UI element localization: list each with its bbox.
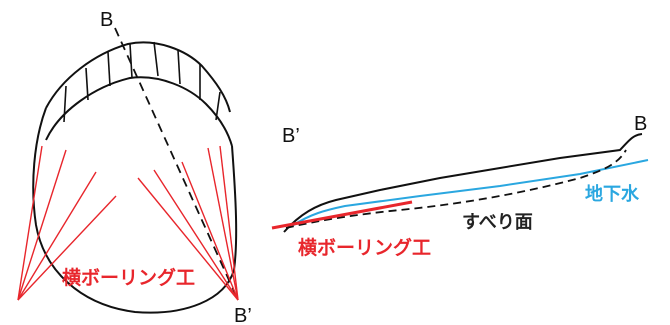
groundwater-line (291, 159, 649, 227)
slip-surface-line (285, 149, 627, 229)
landslide-body-outline (32, 107, 238, 314)
slip-surface-label: すべり面 (462, 212, 533, 233)
scarp-outer-arc (45, 41, 231, 113)
drain-fan-right (137, 145, 239, 301)
scarp-ticks (63, 41, 221, 123)
ground-surface (283, 133, 643, 233)
plan-view: B B’ 横ボーリング工 (17, 9, 252, 325)
section-view: B’ B 地下水 すべり面 横ボーリング工 (271, 113, 649, 259)
plan-label-b: B (100, 9, 113, 31)
section-drain-label: 横ボーリング工 (298, 236, 431, 259)
section-label-b-prime: B’ (282, 125, 300, 147)
section-line-b (114, 27, 239, 301)
groundwater-label: 地下水 (585, 183, 640, 205)
drain-fan-left (17, 145, 117, 301)
section-label-b: B (634, 113, 647, 135)
plan-drain-label: 横ボーリング工 (62, 266, 195, 289)
plan-label-b-prime: B’ (234, 305, 252, 325)
scarp-inner-arc (45, 76, 233, 147)
section-drain-line (271, 200, 413, 230)
